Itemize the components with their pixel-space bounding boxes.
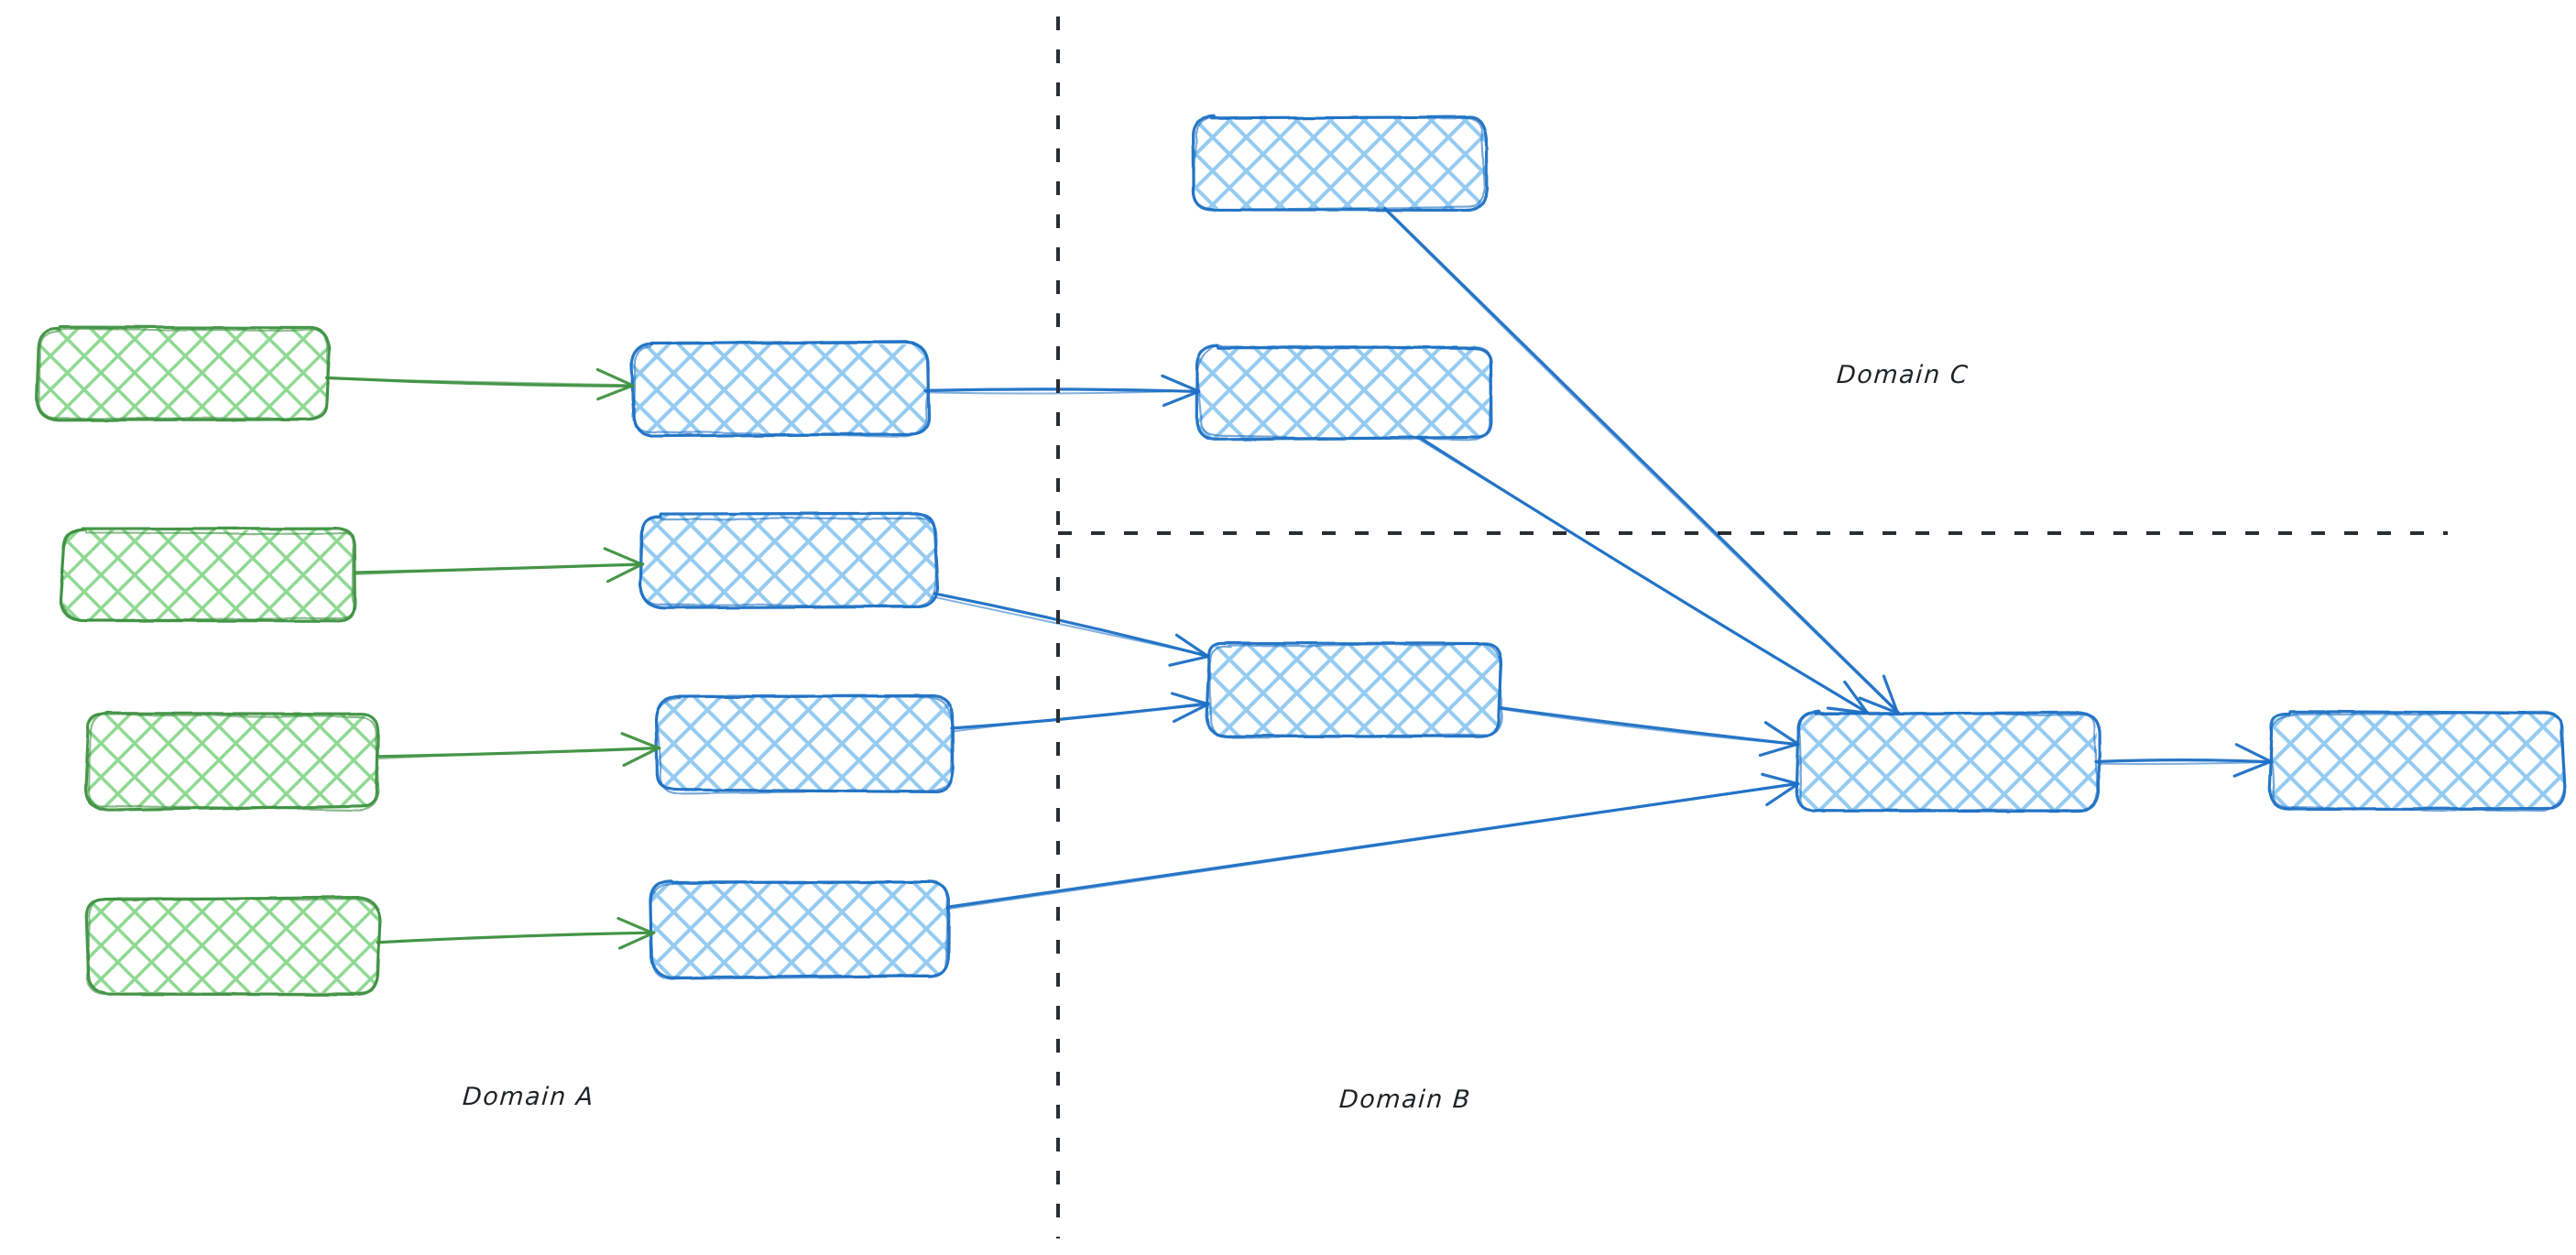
node-b4[interactable] <box>649 879 951 980</box>
edge-b3-to-c3 <box>950 692 1210 733</box>
dividers-layer <box>1056 16 2448 1239</box>
edge-c2-to-d1 <box>1417 435 1870 715</box>
domain-a-label: Domain A <box>461 1083 595 1111</box>
edge-a1-to-b1 <box>324 367 635 401</box>
node-a3[interactable] <box>83 710 380 812</box>
node-c1[interactable] <box>1191 115 1489 213</box>
node-b3[interactable] <box>654 693 955 795</box>
node-c3[interactable] <box>1205 641 1503 739</box>
node-b2[interactable] <box>638 511 940 609</box>
edge-a2-to-b2 <box>353 547 645 584</box>
node-a2[interactable] <box>59 527 357 623</box>
domain-b-label: Domain B <box>1337 1086 1472 1114</box>
domain-c-label: Domain C <box>1835 361 1970 389</box>
edge-b1-to-c2 <box>923 374 1201 408</box>
node-a1[interactable] <box>35 325 332 422</box>
edge-b4-to-d1 <box>945 772 1800 911</box>
node-c2[interactable] <box>1195 343 1493 442</box>
edges-layer <box>324 206 2274 950</box>
node-a4[interactable] <box>84 895 382 997</box>
node-b1[interactable] <box>629 340 931 438</box>
node-d2[interactable] <box>2267 710 2567 813</box>
nodes-layer <box>35 115 2567 997</box>
edge-a4-to-b4 <box>376 916 656 950</box>
edge-c1-to-d1 <box>1383 206 1901 715</box>
edge-d1-to-d2 <box>2094 743 2274 778</box>
edge-b2-to-c3 <box>933 592 1210 667</box>
edge-c3-to-d1 <box>1498 706 1800 758</box>
node-d1[interactable] <box>1795 710 2101 813</box>
edge-a3-to-b3 <box>375 732 661 767</box>
